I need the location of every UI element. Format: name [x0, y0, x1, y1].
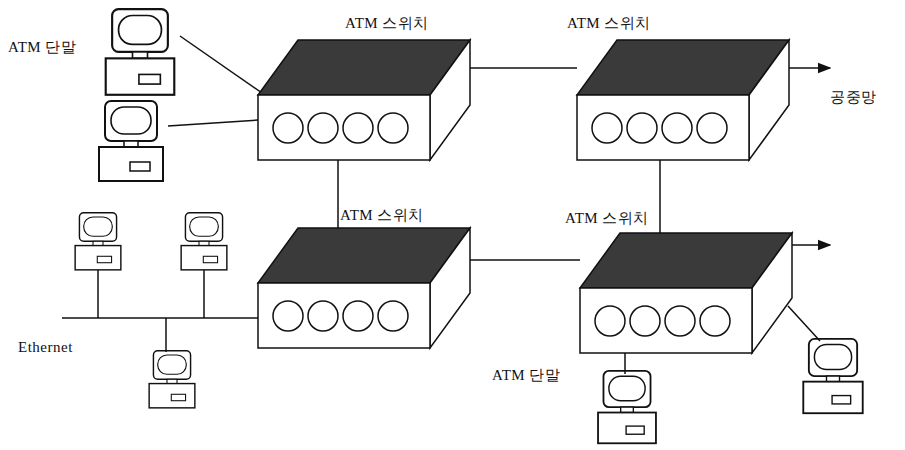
ethernet-drop: [97, 270, 99, 318]
terminal-wire: [168, 120, 258, 126]
switch-side: [752, 233, 792, 353]
terminal-wire: [788, 306, 820, 341]
terminal-wire: [624, 353, 626, 374]
switch-port: [700, 306, 730, 336]
switch-side: [430, 40, 470, 160]
switch-label: ATM 스위치: [340, 206, 424, 224]
switch-shape: [580, 233, 792, 353]
switch-front: [258, 283, 430, 348]
pc-icon: [149, 351, 195, 408]
atm-switch: ATM 스위치: [258, 40, 470, 160]
pc-icon: [75, 213, 121, 270]
switch-shape: [258, 228, 470, 348]
ethernet-drop: [203, 270, 205, 318]
diagram-label: ATM 단말: [492, 366, 560, 384]
switch-link: [470, 259, 580, 261]
switch-port: [308, 113, 338, 143]
atm-switch: ATM 스위치: [258, 228, 470, 348]
atm-switch: ATM 스위치: [580, 233, 792, 353]
switch-front: [577, 95, 749, 160]
switch-port: [592, 113, 622, 143]
switch-port: [630, 306, 660, 336]
switch-port: [595, 306, 625, 336]
ethernet-bus: [62, 317, 258, 319]
switch-port: [343, 113, 373, 143]
switch-port: [273, 301, 303, 331]
switch-label: ATM 스위치: [345, 14, 429, 32]
switch-port: [273, 113, 303, 143]
switch-label: ATM 스위치: [565, 209, 649, 227]
switch-link: [659, 160, 661, 233]
switch-side: [749, 40, 789, 160]
switch-port: [343, 301, 373, 331]
diagram-label: Ethernet: [18, 338, 73, 356]
pc-icon: [181, 213, 227, 270]
terminal-icon: [99, 101, 163, 181]
switch-port: [627, 113, 657, 143]
terminal-wire: [180, 36, 262, 93]
terminal-icon: [106, 9, 175, 95]
switch-port: [378, 113, 408, 143]
switch-port: [662, 113, 692, 143]
switch-shape: [577, 40, 789, 160]
switch-port: [665, 306, 695, 336]
switch-port: [378, 301, 408, 331]
switch-shape: [258, 40, 470, 160]
switch-port: [308, 301, 338, 331]
terminal-icon: [803, 339, 862, 413]
atm-switch: ATM 스위치: [577, 40, 789, 160]
switch-link: [337, 160, 339, 228]
switch-link: [470, 67, 577, 69]
switch-side: [430, 228, 470, 348]
diagram-label: ATM 단말: [8, 38, 76, 56]
public-net-arrow: [789, 67, 830, 69]
switch-port: [697, 113, 727, 143]
public-net-arrow: [792, 244, 830, 246]
switch-front: [258, 95, 430, 160]
diagram-label: 공중망: [830, 88, 877, 106]
terminal-icon: [598, 371, 656, 443]
switch-label: ATM 스위치: [567, 14, 651, 32]
switch-front: [580, 288, 752, 353]
ethernet-drop: [165, 318, 167, 352]
